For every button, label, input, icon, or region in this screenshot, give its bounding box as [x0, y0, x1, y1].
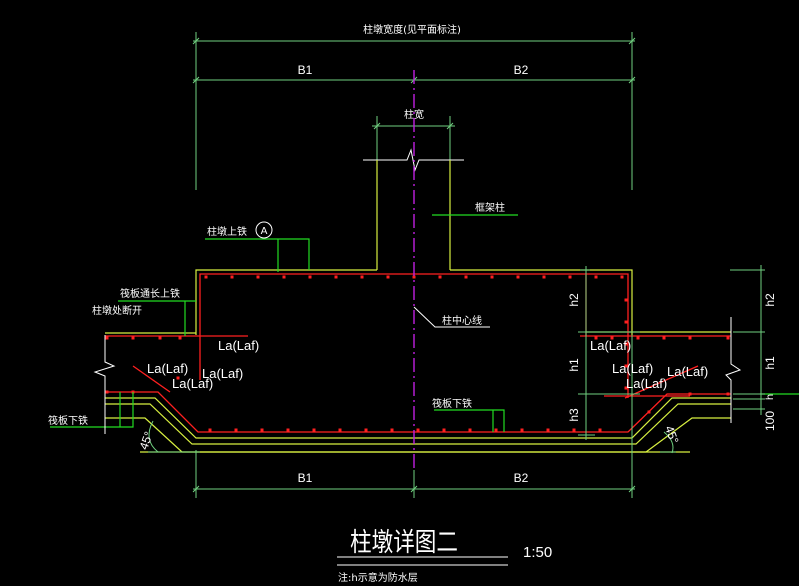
rebar-dot	[726, 336, 730, 340]
rebar-tag-a-label: A	[261, 226, 268, 237]
raft-through-top-rebar-label: 筏板通长上铁	[120, 287, 180, 300]
raft-bottom-rebar-left-label: 筏板下铁	[48, 414, 88, 427]
anchorage-label-right-4: La(Laf)	[626, 376, 667, 391]
pier-rebar	[105, 273, 731, 433]
rebar-dot	[360, 275, 364, 279]
rebar-dot	[204, 275, 208, 279]
outer-height-dimension	[730, 265, 765, 415]
rebar-dot	[542, 275, 546, 279]
rebar-dot	[230, 275, 234, 279]
anchorage-label-left-4: La(Laf)	[172, 376, 213, 391]
rebar-dot	[647, 410, 651, 414]
rebar-dot	[464, 275, 468, 279]
rebar-dot	[386, 275, 390, 279]
rebar-dot	[105, 390, 109, 394]
rebar-dot	[520, 428, 524, 432]
outer-100-label: 100	[763, 411, 777, 431]
drawing-note: 注:h示意为防水层	[338, 571, 418, 584]
rebar-dot	[688, 392, 692, 396]
white-leaders	[93, 306, 742, 434]
anchorage-label-right-1: La(Laf)	[590, 338, 631, 353]
drawing-scale: 1:50	[523, 544, 552, 561]
column-break-line	[363, 148, 464, 172]
rebar-dot	[572, 428, 576, 432]
rebar-dot	[286, 428, 290, 432]
rebar-dot	[208, 428, 212, 432]
top-b2-label: B2	[514, 63, 529, 77]
rebar-dot	[598, 428, 602, 432]
rebar-dot	[494, 428, 498, 432]
top-b1-label: B1	[298, 63, 313, 77]
anchorage-label-left-3: La(Laf)	[202, 366, 243, 381]
rebar-dot	[688, 336, 692, 340]
rebar-dots	[105, 275, 730, 432]
rebar-dot	[338, 428, 342, 432]
rebar-dot	[726, 392, 730, 396]
angle-marks	[148, 420, 676, 454]
rebar-dot	[390, 428, 394, 432]
outer-h-label: h	[765, 394, 776, 400]
overall-width-label: 柱墩宽度(见平面标注)	[363, 23, 461, 36]
overall-width-dimension	[192, 32, 636, 190]
anchorage-label-left-2: La(Laf)	[147, 361, 188, 376]
rebar-dot	[438, 275, 442, 279]
rebar-dot	[624, 364, 628, 368]
rebar-dot	[636, 336, 640, 340]
drawing-title: 柱墩详图二	[350, 528, 458, 558]
rebar-dot	[662, 336, 666, 340]
leader-lines	[50, 214, 799, 432]
rebar-dot	[282, 275, 286, 279]
outer-h1-label: h1	[763, 356, 777, 370]
anchorage-label-right-3: La(Laf)	[667, 364, 708, 379]
angle-right-label: 45°	[662, 424, 681, 446]
rebar-dot	[546, 428, 550, 432]
rebar-dot	[624, 298, 628, 302]
bottom-b2-label: B2	[514, 471, 529, 485]
rebar-dot	[594, 336, 598, 340]
rebar-dot	[610, 336, 614, 340]
rebar-dot	[312, 428, 316, 432]
anchorage-label-right-2: La(Laf)	[612, 361, 653, 376]
rebar-dot	[624, 342, 628, 346]
frame-column-label: 框架柱	[475, 201, 505, 214]
pier-cut-off-label: 柱墩处断开	[92, 304, 142, 317]
rebar-dot	[178, 336, 182, 340]
rebar-dot	[308, 275, 312, 279]
rebar-dot	[442, 428, 446, 432]
rebar-dot	[105, 336, 109, 340]
rebar-dot	[234, 428, 238, 432]
column-centerline-label: 柱中心线	[442, 314, 482, 327]
inner-h1-label: h1	[567, 358, 581, 372]
rebar-dot	[256, 275, 260, 279]
rebar-dot	[334, 275, 338, 279]
bottom-width-dimension	[192, 450, 636, 498]
rebar-dot	[416, 428, 420, 432]
outer-h2-label: h2	[763, 293, 777, 307]
raft-bottom-rebar-center-label: 筏板下铁	[432, 397, 472, 410]
anchorage-label-left-1: La(Laf)	[218, 338, 259, 353]
rebar-dot	[131, 336, 135, 340]
inner-h3-label: h3	[567, 408, 581, 422]
rebar-dot	[490, 275, 494, 279]
rebar-dot	[412, 275, 416, 279]
rebar-dot	[364, 428, 368, 432]
inner-height-dimension	[578, 266, 640, 460]
rebar-tag-a: A	[255, 221, 273, 239]
column-width-label: 柱宽	[404, 108, 424, 121]
rebar-dot	[516, 275, 520, 279]
angle-left-label: 45°	[137, 430, 156, 452]
rebar-dot	[594, 275, 598, 279]
rebar-dot	[624, 386, 628, 390]
inner-h2-label: h2	[567, 293, 581, 307]
rebar-dot	[568, 275, 572, 279]
rebar-dot	[260, 428, 264, 432]
rebar-dot	[468, 428, 472, 432]
rebar-dot	[620, 275, 624, 279]
pier-top-rebar-label: 柱墩上铁	[207, 225, 247, 238]
rebar-dot	[158, 336, 162, 340]
rebar-dot	[624, 320, 628, 324]
bottom-b1-label: B1	[298, 471, 313, 485]
rebar-dot	[176, 376, 180, 380]
